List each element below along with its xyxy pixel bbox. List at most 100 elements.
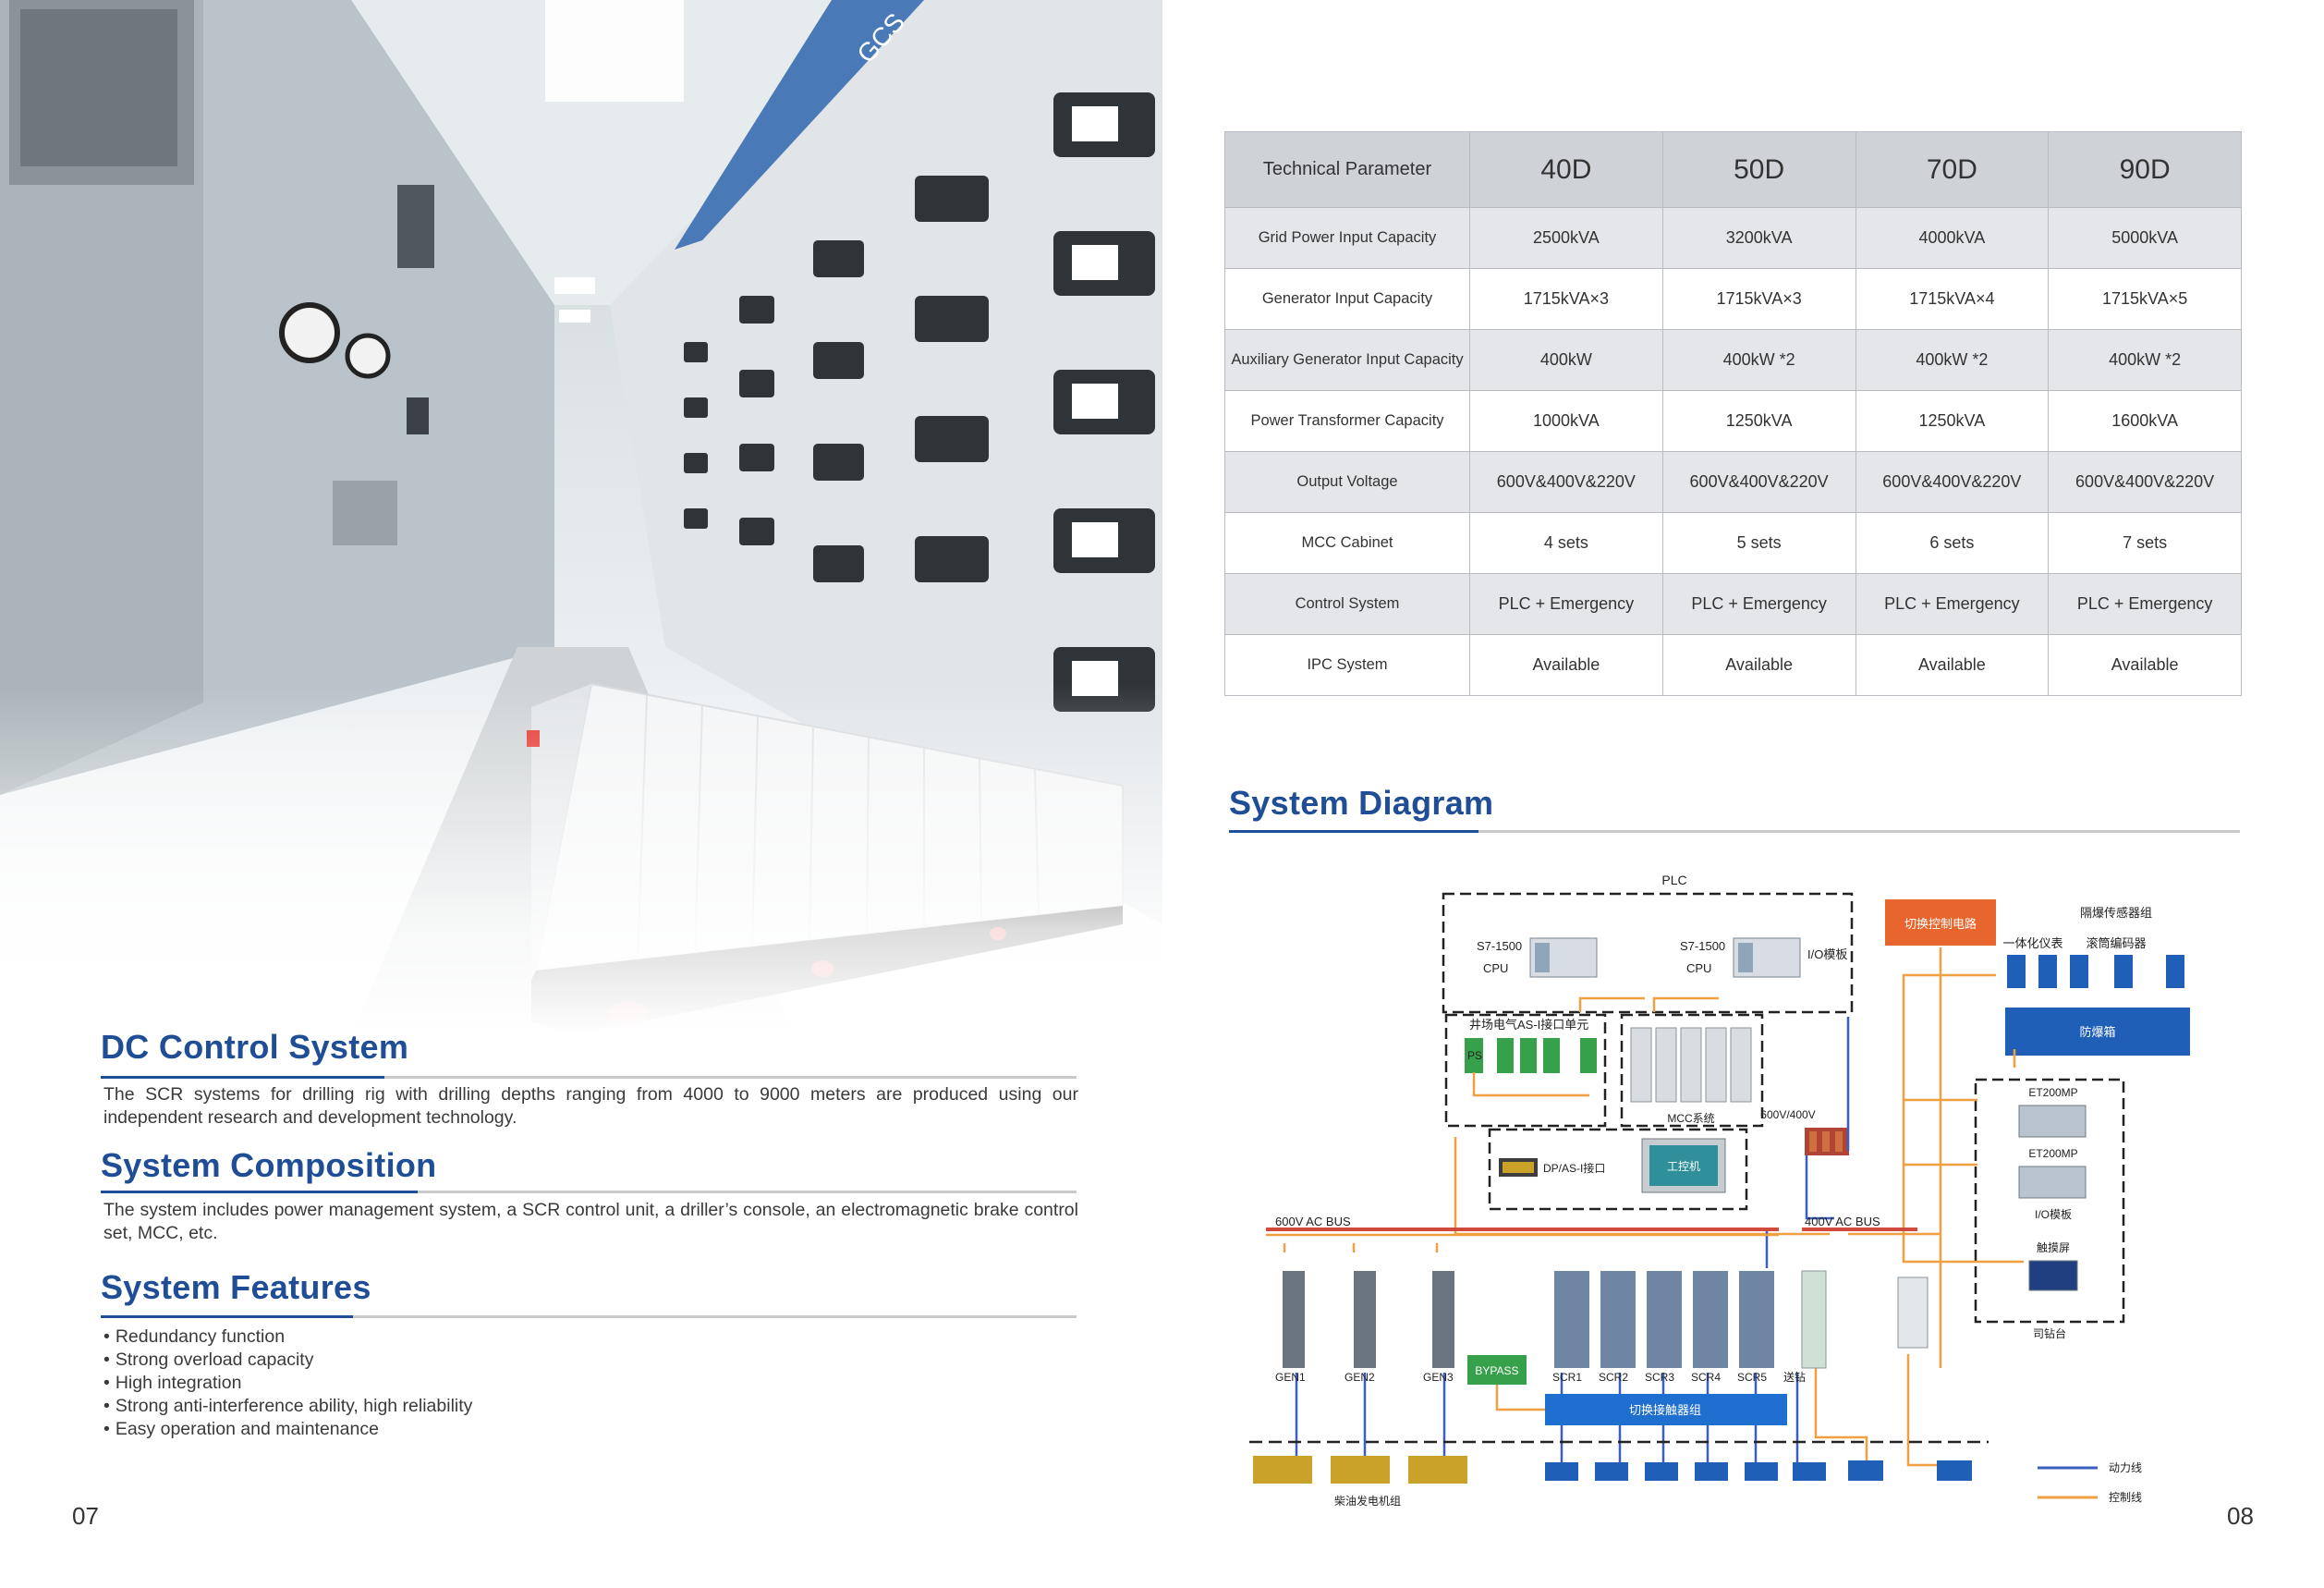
table-cell: PLC + Emergency [2048, 573, 2242, 635]
list-item: Easy operation and maintenance [103, 1418, 472, 1441]
table-cell: 1715kVA×5 [2048, 268, 2242, 330]
page-number-right: 08 [2227, 1502, 2254, 1530]
as-modules [1465, 1038, 1597, 1073]
section-title-dc-control: DC Control System [101, 1028, 409, 1066]
table-row: Power Transformer Capacity 1000kVA 1250k… [1224, 390, 2242, 452]
table-row: Control System PLC + Emergency PLC + Eme… [1224, 573, 2242, 635]
explosion-box-label: 防爆箱 [2079, 1025, 2115, 1039]
table-cell: 4000kVA [1855, 207, 2050, 269]
section-body-dc-control: The SCR systems for drilling rig with dr… [103, 1084, 1078, 1128]
switchgear-room-photo: GCS [0, 0, 1162, 1035]
row-label: MCC Cabinet [1224, 512, 1470, 574]
motor-icons [1545, 1460, 1972, 1481]
gen1-label: GEN1 [1275, 1371, 1306, 1384]
sensor-group-label: 隔爆传感器组 [2080, 906, 2152, 920]
section-rule [1229, 830, 2240, 833]
touch-screen-label: 触摸屏 [2037, 1241, 2070, 1254]
scr3-label: SCR3 [1645, 1371, 1674, 1384]
table-cell: 4 sets [1469, 512, 1663, 574]
ps-label: PS [1467, 1049, 1482, 1062]
table-header-cell: Technical Parameter [1224, 131, 1470, 208]
contactor-group-label: 切换接触器组 [1629, 1403, 1701, 1417]
table-cell: 6 sets [1855, 512, 2050, 574]
table-cell: 1250kVA [1661, 390, 1856, 452]
table-cell: Available [2048, 634, 2242, 696]
generator-cabinets [1283, 1271, 1454, 1368]
table-cell: 1000kVA [1469, 390, 1663, 452]
diesel-generator-icons [1253, 1456, 1467, 1484]
table-cell: 1600kVA [2048, 390, 2242, 452]
table-cell: 400kW *2 [1661, 329, 1856, 391]
encoder-label: 滚筒编码器 [2086, 936, 2146, 950]
table-row: MCC Cabinet 4 sets 5 sets 6 sets 7 sets [1224, 512, 2242, 574]
table-cell: Available [1469, 634, 1663, 696]
table-header-row: Technical Parameter 40D 50D 70D 90D [1224, 131, 2242, 208]
table-cell: PLC + Emergency [1855, 573, 2050, 635]
photo-fade [0, 684, 1162, 1035]
table-cell: 600V&400V&220V [1855, 451, 2050, 513]
table-cell: 1715kVA×3 [1469, 268, 1663, 330]
table-cell: 600V&400V&220V [2048, 451, 2242, 513]
cpu-label: CPU [1483, 961, 1508, 975]
table-header-cell: 90D [2048, 131, 2242, 208]
scr5-label: SCR5 [1737, 1371, 1767, 1384]
driller-console-label: 司钻台 [2033, 1326, 2066, 1340]
table-cell: 1715kVA×4 [1855, 268, 2050, 330]
sensor-icons [2007, 955, 2184, 988]
system-diagram: PLC S7-1500 CPU S7-1500 CPU I/O模板 切换控制电路… [1249, 873, 2190, 1508]
et200mp-label: ET200MP [2028, 1147, 2077, 1160]
cpu-model-label: S7-1500 [1477, 939, 1522, 953]
table-row: IPC System Available Available Available… [1224, 634, 2242, 696]
section-body-composition: The system includes power management sys… [103, 1200, 1078, 1243]
table-cell: Available [1661, 634, 1856, 696]
scr4-label: SCR4 [1691, 1371, 1721, 1384]
cpu-label: CPU [1686, 961, 1711, 975]
row-label: Generator Input Capacity [1224, 268, 1470, 330]
diesel-gen-label: 柴油发电机组 [1334, 1494, 1401, 1508]
row-label: IPC System [1224, 634, 1470, 696]
features-list: Redundancy function Strong overload capa… [103, 1325, 473, 1441]
gen3-label: GEN3 [1423, 1371, 1454, 1384]
row-label: Auxiliary Generator Input Capacity [1224, 329, 1470, 391]
as-unit-label: 井场电气AS-I接口单元 [1469, 1018, 1588, 1032]
ipc-label: 工控机 [1667, 1160, 1700, 1173]
io-board-label: I/O模板 [2035, 1208, 2072, 1221]
table-cell: Available [1855, 634, 2050, 696]
et200mp-label: ET200MP [2028, 1086, 2077, 1099]
legend-power-label: 动力线 [2109, 1461, 2142, 1474]
table-cell: 400kW *2 [2048, 329, 2242, 391]
page-number-left: 07 [72, 1502, 99, 1530]
row-label: Output Voltage [1224, 451, 1470, 513]
feed-label: 送钻 [1783, 1370, 1806, 1384]
list-item: Redundancy function [103, 1325, 472, 1349]
section-rule [101, 1076, 1077, 1079]
legend-control-label: 控制线 [2109, 1491, 2142, 1504]
table-cell: 600V&400V&220V [1469, 451, 1663, 513]
table-row: Grid Power Input Capacity 2500kVA 3200kV… [1224, 207, 2242, 269]
table-header-cell: 70D [1855, 131, 2050, 208]
section-title-system-diagram: System Diagram [1229, 784, 1494, 822]
bus-400v-label: 400V AC BUS [1805, 1215, 1880, 1228]
table-cell: PLC + Emergency [1469, 573, 1663, 635]
bus-600v-label: 600V AC BUS [1275, 1215, 1351, 1228]
table-cell: 400kW *2 [1855, 329, 2050, 391]
section-title-composition: System Composition [101, 1146, 437, 1184]
table-row: Generator Input Capacity 1715kVA×3 1715k… [1224, 268, 2242, 330]
list-item: Strong anti-interference ability, high r… [103, 1395, 473, 1418]
table-row: Auxiliary Generator Input Capacity 400kW… [1224, 329, 2242, 391]
table-cell: 5000kVA [2048, 207, 2242, 269]
table-header-cell: 50D [1661, 131, 1856, 208]
plc-rack-icon [1529, 937, 1598, 978]
table-cell: PLC + Emergency [1661, 573, 1856, 635]
row-label: Grid Power Input Capacity [1224, 207, 1470, 269]
list-item: Strong overload capacity [103, 1349, 472, 1372]
table-cell: 3200kVA [1661, 207, 1856, 269]
transformer-icon [1805, 1128, 1849, 1155]
table-cell: 2500kVA [1469, 207, 1663, 269]
dp-as-label: DP/AS-I接口 [1543, 1161, 1605, 1175]
mcc-label: MCC系统 [1667, 1112, 1714, 1125]
instrument-label: 一体化仪表 [2002, 936, 2062, 950]
section-rule [101, 1315, 1077, 1318]
io-module-label: I/O模板 [1807, 947, 1847, 961]
list-item: High integration [103, 1372, 472, 1395]
